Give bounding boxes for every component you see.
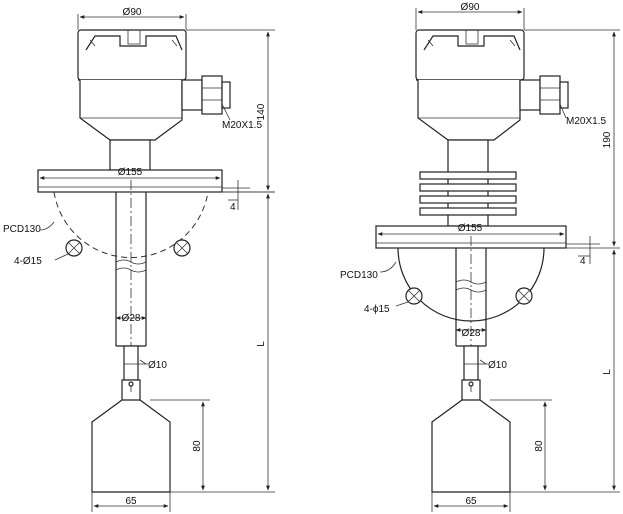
right-bolt-hole-left bbox=[405, 287, 423, 305]
right-dim-housing-diameter: Ø90 bbox=[415, 2, 525, 30]
left-flange-thickness-label: 4 bbox=[230, 202, 236, 213]
right-paddle-width-label: 65 bbox=[465, 496, 477, 507]
left-dim-housing-diameter: Ø90 bbox=[77, 7, 187, 30]
left-dim-paddle-width: 65 bbox=[91, 492, 171, 512]
left-view: Ø90 M20X1.5 140 Ø155 4 PCD130 bbox=[3, 7, 275, 512]
right-pcd-label: PCD130 bbox=[340, 270, 378, 281]
left-dim-pcd: PCD130 bbox=[3, 221, 55, 235]
right-length-label: L bbox=[602, 369, 613, 375]
left-pcd-circle bbox=[53, 191, 209, 259]
right-housing-cover bbox=[415, 29, 525, 81]
right-cable-gland-label: M20X1.5 bbox=[566, 116, 606, 127]
left-pcd-label: PCD130 bbox=[3, 224, 41, 235]
right-top-height-label: 190 bbox=[602, 131, 613, 148]
right-bolt-hole-right bbox=[515, 287, 533, 305]
left-length-label: L bbox=[256, 341, 267, 347]
right-dim-paddle-width: 65 bbox=[431, 492, 511, 512]
left-neck bbox=[109, 139, 151, 171]
left-dim-flange-diameter: Ø155 bbox=[39, 167, 221, 180]
left-shaft-diameter-label: Ø28 bbox=[122, 313, 141, 324]
right-dim-flange-thickness: 4 bbox=[566, 236, 600, 267]
left-flange bbox=[37, 169, 223, 193]
left-dim-holes: 4-Ø15 bbox=[14, 253, 69, 267]
right-housing-diameter-label: Ø90 bbox=[461, 2, 480, 13]
right-rod-diameter-label: Ø10 bbox=[488, 360, 507, 371]
right-cable-gland bbox=[519, 75, 569, 115]
left-bolt-hole-right bbox=[173, 239, 191, 257]
left-top-height-label: 140 bbox=[256, 103, 267, 120]
left-dim-cable-gland: M20X1.5 bbox=[221, 103, 262, 131]
left-dim-top-height: 140 bbox=[186, 29, 275, 193]
right-flange-diameter-label: Ø155 bbox=[458, 223, 483, 234]
right-pcd-circle bbox=[397, 247, 545, 322]
right-cooling-fins bbox=[419, 171, 517, 216]
left-dim-paddle-height: 80 bbox=[150, 399, 210, 491]
right-dim-paddle-height: 80 bbox=[490, 399, 552, 491]
right-dim-flange-diameter: Ø155 bbox=[377, 223, 565, 236]
left-housing-diameter-label: Ø90 bbox=[123, 7, 142, 18]
right-dim-length: L bbox=[510, 249, 620, 493]
left-paddle-width-label: 65 bbox=[125, 496, 137, 507]
left-cable-gland bbox=[181, 75, 231, 115]
left-paddle-height-label: 80 bbox=[192, 440, 203, 452]
left-flange-diameter-label: Ø155 bbox=[118, 167, 143, 178]
left-dim-rod-diameter: Ø10 bbox=[124, 359, 167, 371]
left-dim-shaft-diameter: Ø28 bbox=[115, 313, 147, 324]
right-dim-top-height: 190 bbox=[524, 29, 620, 249]
right-paddle-height-label: 80 bbox=[534, 440, 545, 452]
left-cable-gland-label: M20X1.5 bbox=[222, 120, 262, 131]
left-bolt-hole-left bbox=[65, 239, 83, 257]
left-paddle bbox=[91, 399, 171, 493]
right-flange-thickness-label: 4 bbox=[580, 256, 586, 267]
right-dim-cable-gland: M20X1.5 bbox=[559, 103, 606, 127]
right-dim-rod-diameter: Ø10 bbox=[464, 359, 507, 371]
left-dim-length: L bbox=[170, 191, 275, 493]
right-dim-holes: 4-ϕ15 bbox=[364, 301, 409, 315]
left-dim-flange-thickness: 4 bbox=[222, 180, 250, 213]
left-rod-diameter-label: Ø10 bbox=[148, 360, 167, 371]
right-housing-body bbox=[417, 80, 521, 141]
right-shaft-diameter-label: Ø28 bbox=[462, 328, 481, 339]
right-holes-label: 4-ϕ15 bbox=[364, 304, 390, 315]
right-view: Ø90 M20X1.5 190 Ø155 4 PCD130 bbox=[340, 2, 620, 512]
left-shaft bbox=[115, 180, 147, 347]
left-housing-cover bbox=[77, 29, 187, 81]
right-dim-pcd: PCD130 bbox=[340, 261, 397, 281]
right-dim-shaft-diameter: Ø28 bbox=[455, 328, 487, 339]
right-paddle bbox=[431, 399, 511, 493]
left-housing-body bbox=[79, 80, 183, 141]
left-holes-label: 4-Ø15 bbox=[14, 256, 42, 267]
